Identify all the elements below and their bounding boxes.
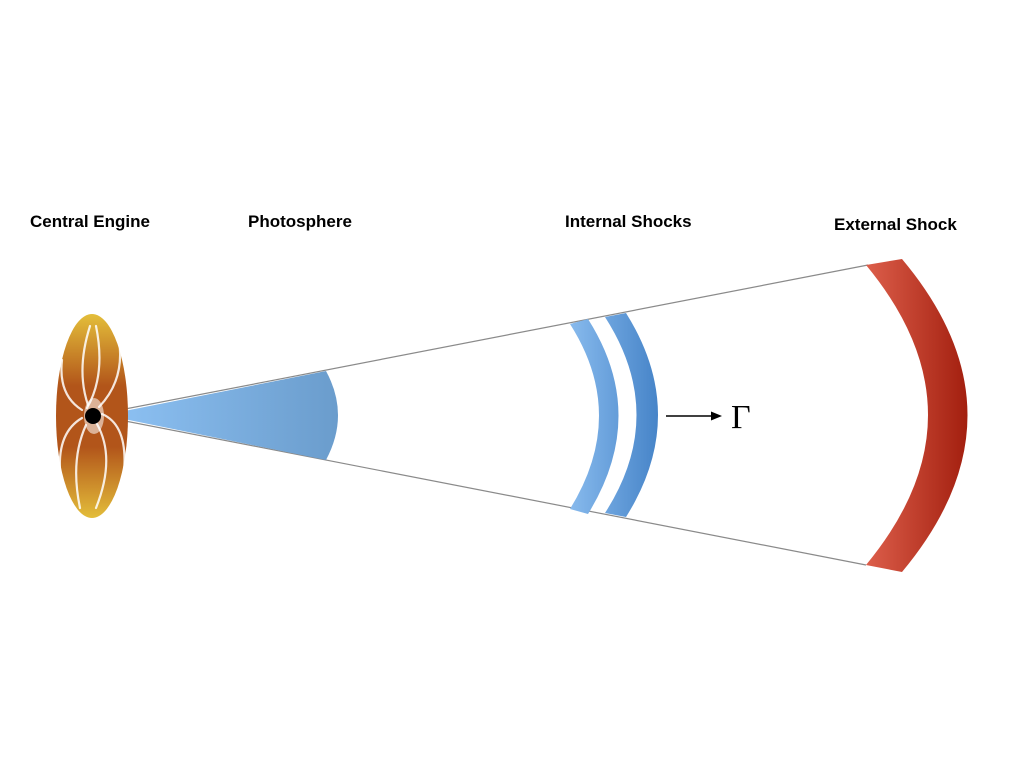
- cone-upper-edge: [119, 264, 869, 411]
- arrow-head: [711, 411, 722, 421]
- cone-lower-edge: [119, 419, 867, 566]
- lorentz-factor-arrow: [666, 411, 722, 421]
- black-hole-icon: [85, 408, 101, 424]
- label-external-shock: External Shock: [834, 215, 957, 234]
- external-shock-shell: [866, 259, 968, 572]
- central-engine-disk: [56, 314, 128, 518]
- label-central-engine: Central Engine: [30, 212, 150, 231]
- internal-shock-shell-2: [605, 313, 658, 517]
- label-photosphere: Photosphere: [248, 212, 352, 231]
- disk-swirl-lines: [58, 324, 126, 510]
- lorentz-factor-symbol: Γ: [731, 399, 751, 436]
- internal-shock-shell-1: [570, 319, 619, 514]
- label-internal-shocks: Internal Shocks: [565, 212, 692, 231]
- photosphere-wedge: [104, 371, 338, 460]
